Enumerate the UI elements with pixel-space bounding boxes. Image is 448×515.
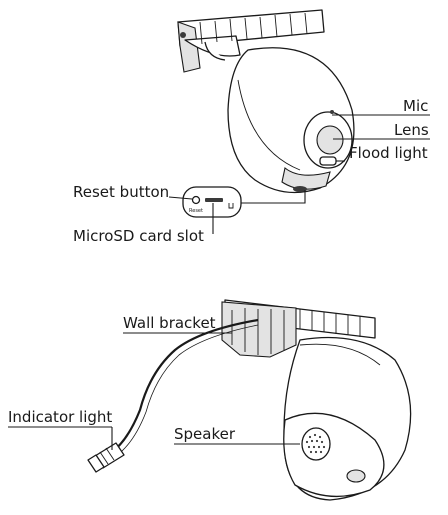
- top-camera-body: [227, 47, 355, 194]
- reset-microsd-callout: Reset: [168, 186, 306, 234]
- top-leaders: [332, 114, 430, 162]
- bottom-camera-illustration: [87, 299, 412, 501]
- wall-bracket-label: Wall bracket: [123, 314, 216, 332]
- speaker-grille-icon: [301, 427, 331, 461]
- top-camera-illustration: [177, 9, 355, 194]
- reset-small-label: Reset: [189, 208, 203, 214]
- indicator-light-label: Indicator light: [8, 408, 112, 426]
- bottom-leaders: [8, 332, 300, 450]
- lens-label: Lens: [394, 121, 429, 139]
- top-mic-icon: [330, 110, 334, 114]
- top-flood-light-icon: [319, 156, 337, 166]
- microsd-slot-icon: [205, 198, 223, 202]
- cable-connector-icon: [87, 442, 125, 473]
- mic-label: Mic: [403, 97, 428, 115]
- reset-button-label: Reset button: [73, 183, 169, 201]
- reset-button-icon: [191, 195, 201, 205]
- bottom-camera-body: [283, 336, 412, 501]
- top-lens-icon: [316, 125, 344, 155]
- bottom-wall-bracket: [221, 299, 376, 358]
- flood-light-label: Flood light: [349, 144, 428, 162]
- top-wall-bracket: [177, 9, 325, 73]
- microsd-card-slot-label: MicroSD card slot: [73, 227, 204, 245]
- speaker-label: Speaker: [174, 425, 236, 443]
